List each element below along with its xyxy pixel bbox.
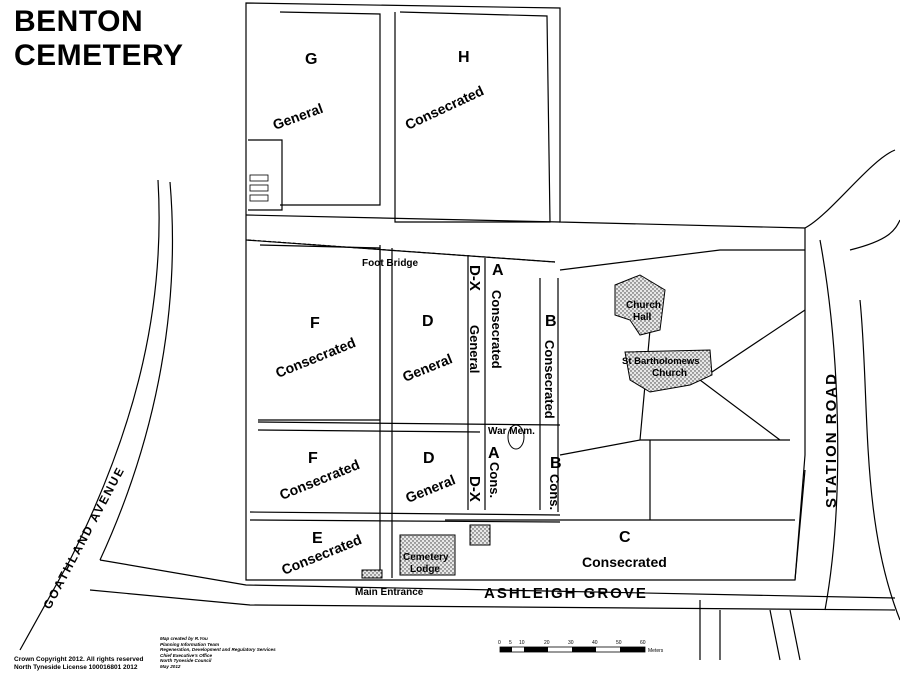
church-paths — [559, 309, 806, 520]
foot-bridge-label: Foot Bridge — [362, 258, 419, 269]
section-b2-type: Cons. — [547, 474, 562, 510]
section-b1-type: Consecrated — [542, 340, 557, 419]
war-memorial-label: War Mem. — [488, 426, 535, 437]
church-hall-label-2: Hall — [633, 312, 652, 323]
copyright-line-2: North Tyneside License 100016801 2012 — [14, 664, 138, 671]
section-g-type: General — [271, 100, 325, 133]
credit-line-3: Regeneration, Development and Regulatory… — [160, 647, 276, 653]
path-lower — [249, 511, 561, 523]
ashleigh-grove-label: ASHLEIGH GROVE — [484, 585, 648, 602]
goathland-avenue-label: GOATHLAND AVENUE — [40, 464, 127, 612]
section-h-type: Consecrated — [403, 82, 487, 132]
church-grounds — [559, 249, 805, 271]
section-a2-letter: A — [488, 445, 500, 462]
copyright-line-1: Crown Copyright 2012. All rights reserve… — [14, 656, 144, 663]
section-e-letter: E — [312, 530, 323, 547]
ashleigh-grove-edge — [89, 559, 896, 611]
scale-tick-5: 5 — [509, 640, 512, 646]
building-small-2 — [469, 524, 491, 546]
section-b2-letter: B — [550, 455, 562, 472]
section-g-letter: G — [305, 51, 317, 68]
scale-tick-50: 50 — [616, 640, 622, 646]
scale-unit: Meters — [648, 648, 664, 654]
church-building — [624, 349, 713, 393]
scale-tick-0: 0 — [498, 640, 501, 646]
section-labels: G General H Consecrated F Consecrated D … — [271, 49, 667, 578]
main-entrance-label: Main Entrance — [355, 587, 424, 598]
section-dx1-type: General — [467, 325, 482, 373]
war-memorial-marker — [507, 424, 525, 450]
section-d2-type: General — [403, 471, 457, 505]
church-label-2: Church — [652, 368, 687, 379]
section-d1-type: General — [400, 350, 454, 384]
lodge-label-1: Cemetery — [403, 552, 449, 563]
station-road-edge-2 — [849, 219, 900, 621]
station-road-label: STATION ROAD — [823, 372, 840, 508]
section-h-boundary — [394, 11, 551, 223]
section-f2-letter: F — [308, 450, 318, 467]
section-d2-letter: D — [423, 450, 435, 467]
section-a1-type: Consecrated — [489, 290, 504, 369]
section-a2-type: Cons. — [487, 462, 502, 498]
gate-markers — [249, 174, 269, 202]
church-label-1: St Bartholomews — [622, 356, 700, 367]
section-c-letter: C — [619, 529, 631, 546]
credit-line-5: North Tyneside Council — [160, 658, 212, 664]
section-f2-type: Consecrated — [277, 456, 362, 503]
copyright-notice: Crown Copyright 2012. All rights reserve… — [14, 656, 143, 672]
section-d1-letter: D — [422, 313, 434, 330]
section-f1-letter: F — [310, 315, 320, 332]
scale-tick-20: 20 — [544, 640, 550, 646]
scale-tick-60: 60 — [640, 640, 646, 646]
church-hall-building — [614, 274, 666, 336]
feature-labels: Foot Bridge War Mem. Church Hall St Bart… — [355, 258, 700, 598]
goathland-avenue-edge — [19, 179, 174, 651]
foot-bridge-line — [247, 239, 556, 263]
building-small-1 — [361, 569, 383, 579]
b-strip — [539, 278, 559, 512]
lodge-label-2: Lodge — [410, 564, 440, 575]
credit-line-1: Map created by R.You — [160, 636, 208, 641]
scale-tick-30: 30 — [568, 640, 574, 646]
map-title-line1: BENTON — [14, 5, 144, 38]
section-dx1-letter: D-X — [466, 265, 483, 291]
scale-bar: 0 5 10 20 30 40 50 60 Meters — [498, 640, 664, 654]
church-hall-label-1: Church — [626, 300, 661, 311]
credit-line-2: Planning Information Team — [160, 641, 220, 647]
gate-block — [248, 139, 283, 211]
section-dx2-letter: D-X — [466, 476, 483, 502]
section-f1-boundary — [258, 244, 381, 421]
section-a1-letter: A — [492, 262, 504, 279]
section-f1-type: Consecrated — [273, 334, 358, 381]
lodge-building — [399, 534, 456, 576]
scale-tick-10: 10 — [519, 640, 525, 646]
section-h-letter: H — [458, 49, 470, 66]
cemetery-boundary — [245, 2, 806, 581]
credit-line-6: May 2012 — [160, 663, 181, 669]
section-b1-letter: B — [545, 313, 557, 330]
dx-strip — [467, 255, 486, 510]
section-g-boundary — [279, 11, 381, 206]
map-credits: Map created by R.You Planning Informatio… — [160, 636, 276, 670]
path-central-vertical — [379, 245, 393, 578]
map-title-line2: CEMETERY — [14, 39, 184, 72]
station-road-edge — [794, 149, 896, 611]
lower-road — [699, 600, 801, 661]
section-c-type: Consecrated — [582, 554, 667, 570]
credit-line-4: Chief Executive's Office — [160, 652, 213, 658]
path-cross — [257, 421, 561, 433]
scale-tick-40: 40 — [592, 640, 598, 646]
